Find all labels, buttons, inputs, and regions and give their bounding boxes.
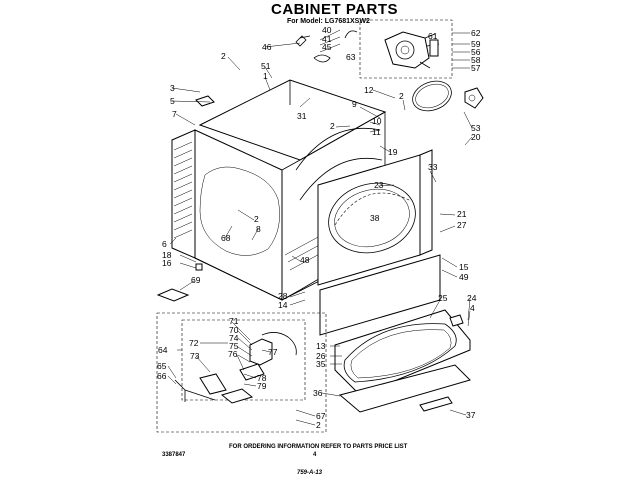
callout-labels: 2 46 40 41 45 61 62 59 56 58 57 51 1 63 … (157, 25, 481, 430)
callout-18: 18 (162, 250, 172, 260)
callout-72: 72 (189, 338, 199, 348)
callout-7: 7 (172, 109, 177, 119)
page-number: 4 (313, 452, 317, 458)
callout-38: 38 (370, 213, 380, 223)
callout-2: 2 (221, 51, 226, 61)
callout-76: 76 (228, 349, 238, 359)
callout-4: 4 (470, 303, 475, 313)
callout-64: 64 (158, 345, 168, 355)
callout-35: 35 (316, 359, 326, 369)
callout-2d: 2 (254, 214, 259, 224)
callout-27: 27 (457, 220, 467, 230)
callout-20: 20 (471, 132, 481, 142)
callout-40: 40 (322, 25, 332, 35)
part-number: 3387847 (162, 452, 186, 458)
idler-pulley (464, 87, 484, 109)
callout-19: 19 (388, 147, 398, 157)
callout-24: 24 (467, 293, 477, 303)
callout-58: 58 (471, 55, 481, 65)
callout-41: 41 (322, 34, 332, 44)
doc-code: 759-A-13 (297, 470, 323, 476)
drive-belt (412, 80, 452, 112)
callout-59: 59 (471, 39, 481, 49)
callout-5: 5 (170, 96, 175, 106)
callout-28: 28 (278, 291, 288, 301)
front-trim (419, 149, 433, 256)
callout-78: 78 (257, 373, 267, 383)
callout-46: 46 (262, 42, 272, 52)
model-label: For Model: LG7681XSW2 (287, 18, 370, 25)
diagram-title: CABINET PARTS (271, 1, 398, 18)
callout-25: 25 (438, 293, 448, 303)
callout-70: 70 (229, 325, 239, 335)
callout-26: 26 (316, 351, 326, 361)
leader-lines (167, 29, 473, 426)
callout-16: 16 (162, 258, 172, 268)
door-handle (419, 396, 453, 412)
motor-inset (359, 19, 453, 79)
door-assembly (334, 309, 471, 413)
callout-61: 61 (428, 31, 438, 41)
callout-11: 11 (372, 127, 381, 137)
callout-51: 51 (261, 61, 271, 71)
callout-12: 12 (364, 85, 374, 95)
callout-68: 68 (221, 233, 231, 243)
callout-2e: 2 (316, 420, 321, 430)
callout-15: 15 (459, 262, 469, 272)
rear-panel (171, 129, 196, 259)
callout-49: 49 (459, 272, 469, 282)
callout-21: 21 (457, 209, 467, 219)
callout-79: 79 (257, 381, 267, 391)
callout-67: 67 (316, 411, 326, 421)
callout-31: 31 (297, 111, 307, 121)
callout-75: 75 (229, 341, 239, 351)
callout-74: 74 (229, 333, 239, 343)
callout-2b: 2 (399, 91, 404, 101)
ordering-note: FOR ORDERING INFORMATION REFER TO PARTS … (229, 444, 408, 450)
callout-3: 3 (170, 83, 175, 93)
door-strike (449, 314, 464, 327)
callout-66: 66 (157, 371, 167, 381)
callout-13: 13 (316, 341, 326, 351)
top-bracket (195, 95, 215, 107)
callout-63: 63 (346, 52, 356, 62)
callout-57: 57 (471, 63, 481, 73)
callout-48: 48 (300, 255, 310, 265)
callout-73: 73 (190, 351, 200, 361)
callout-23: 23 (374, 180, 384, 190)
callout-10: 10 (372, 116, 382, 126)
callout-77: 77 (268, 347, 278, 357)
dryer-cabinet (194, 79, 387, 301)
callout-2c: 2 (330, 121, 335, 131)
base-plate (156, 288, 190, 302)
wire-harness (313, 54, 331, 63)
callout-69: 69 (191, 275, 201, 285)
hinge-part (295, 35, 311, 47)
clip-part (344, 30, 358, 39)
callout-71: 71 (229, 316, 239, 326)
callout-62: 62 (471, 28, 481, 38)
callout-45: 45 (322, 42, 332, 52)
callout-14: 14 (278, 300, 288, 310)
callout-36: 36 (313, 388, 323, 398)
callout-6: 6 (162, 239, 167, 249)
callout-1: 1 (263, 71, 268, 81)
leveling-leg (195, 263, 203, 271)
valve-inset (156, 312, 327, 433)
callout-8: 8 (256, 224, 261, 234)
callout-33: 33 (428, 162, 438, 172)
callout-53: 53 (471, 123, 481, 133)
callout-65: 65 (157, 361, 167, 371)
callout-37: 37 (466, 410, 476, 420)
callout-9: 9 (352, 99, 357, 109)
callout-56: 56 (471, 47, 481, 57)
